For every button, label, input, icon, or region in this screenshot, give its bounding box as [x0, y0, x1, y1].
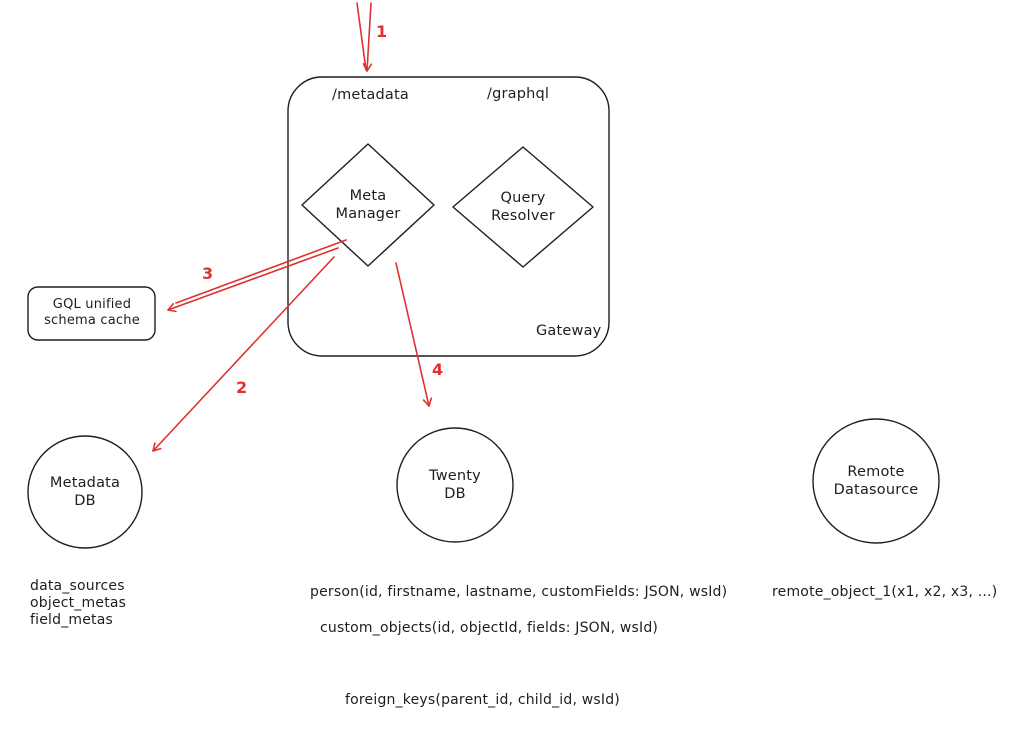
arrow-1-stroke-a — [356, 2, 367, 71]
metadata-db-circle — [27, 435, 143, 549]
meta-manager-label-line2: Manager — [335, 206, 401, 222]
arrow-1 — [362, 2, 373, 72]
route-graphql-label: /graphql — [487, 86, 550, 102]
foreign-keys-table-text: foreign_keys(parent_id, child_id, wsId) — [345, 692, 620, 708]
step-2-label: 2 — [236, 378, 248, 397]
query-resolver-label: Query Resolver — [491, 189, 555, 225]
meta-manager-diamond — [301, 143, 435, 267]
person-table-text: person(id, firstname, lastname, customFi… — [310, 584, 728, 600]
schema-cache-box — [27, 286, 156, 341]
metadata-db-table-item: data_sources — [30, 578, 125, 594]
arrow-2 — [152, 256, 335, 452]
step-1-label: 1 — [376, 22, 388, 41]
schema-cache-label-line2: schema cache — [44, 313, 140, 328]
gateway-box — [287, 76, 610, 357]
remote-object-table-text: remote_object_1(x1, x2, x3, ...) — [772, 584, 998, 600]
arrow-3 — [167, 247, 339, 313]
remote-datasource-label-line1: Remote — [847, 463, 905, 480]
metadata-db-label: Metadata DB — [50, 474, 120, 510]
meta-manager-label: Meta Manager — [336, 187, 401, 223]
step-3-label: 3 — [202, 264, 214, 283]
step-4-label: 4 — [432, 360, 444, 379]
twenty-db-label-line2: DB — [444, 486, 466, 502]
query-resolver-label-line1: Query — [500, 189, 546, 206]
arrow-4 — [395, 262, 433, 407]
query-resolver-diamond — [452, 146, 594, 268]
arrow-3-stroke-a — [175, 239, 347, 304]
schema-cache-label: GQL unified schema cache — [44, 297, 140, 330]
metadata-db-label-line2: DB — [74, 493, 96, 509]
gateway-title: Gateway — [536, 323, 602, 339]
metadata-db-label-line1: Metadata — [49, 474, 121, 491]
metadata-db-table-item: object_metas — [30, 595, 127, 611]
remote-datasource-label-line2: Datasource — [833, 482, 919, 498]
route-metadata-label: /metadata — [332, 87, 409, 103]
metadata-db-table-item: field_metas — [30, 612, 114, 628]
twenty-db-label: Twenty DB — [429, 467, 481, 503]
remote-datasource-label: Remote Datasource — [834, 463, 919, 499]
twenty-db-circle — [396, 427, 514, 543]
remote-datasource-circle — [812, 418, 940, 544]
meta-manager-label-line1: Meta — [349, 187, 387, 204]
schema-cache-label-line1: GQL unified — [52, 296, 132, 312]
custom-objects-table-text: custom_objects(id, objectId, fields: JSO… — [320, 620, 659, 636]
query-resolver-label-line2: Resolver — [491, 208, 555, 224]
metadata-db-tables: data_sources object_metas field_metas — [30, 578, 126, 629]
twenty-db-label-line1: Twenty — [429, 467, 481, 484]
